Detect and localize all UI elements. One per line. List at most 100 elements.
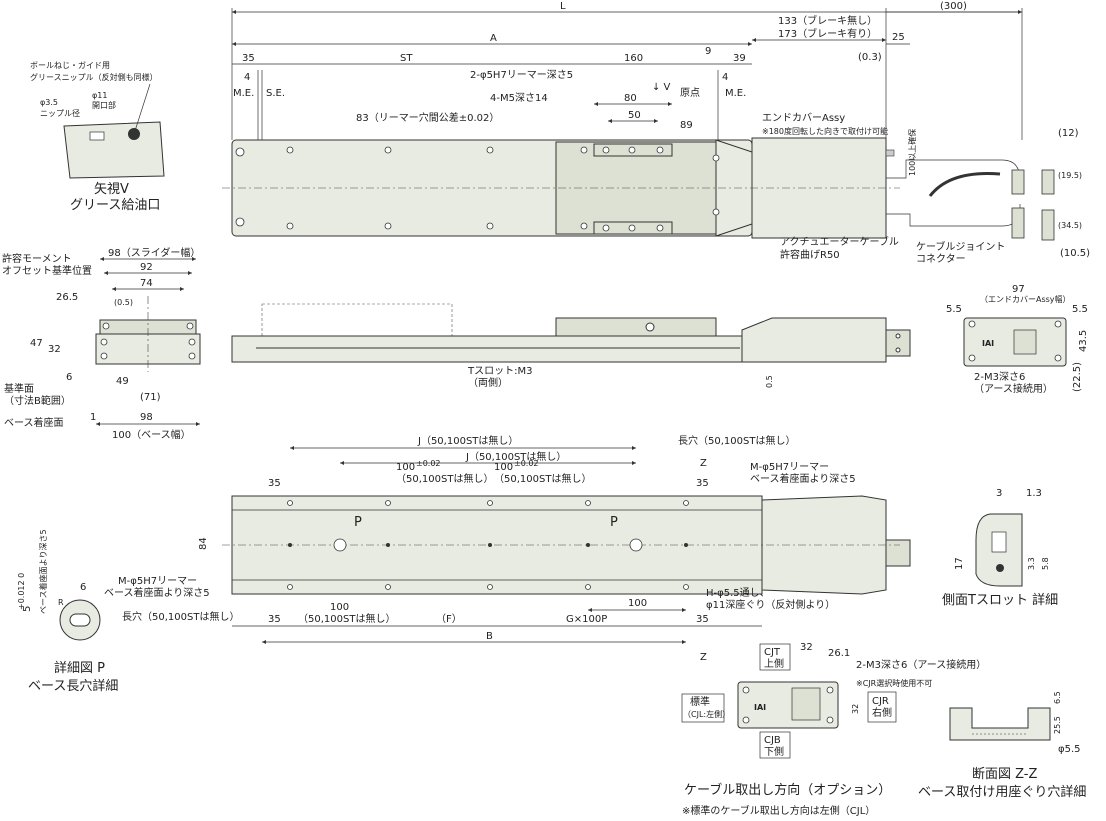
dim-35-top: 35 — [242, 53, 255, 64]
dim-39: 39 — [733, 53, 746, 64]
label-right: 右側 — [872, 706, 892, 719]
label-p-right: P — [610, 515, 618, 530]
tol-5: +0.012 0 — [17, 573, 26, 610]
section-zz: 6.5 25.5 φ5.5 断面図 Z-Z ベース取付け用座ぐり穴詳細 — [918, 691, 1086, 800]
dim-32-cable: 32 — [800, 642, 813, 653]
note-min-100: 100以上確保 — [907, 129, 917, 176]
dim-5-8: 5.8 — [1041, 557, 1050, 570]
note-no50-c: （50,100STは無し） — [298, 612, 395, 625]
detail-p: ベース着座面より深さ5 5 +0.012 0 6 R 詳細図 P ベース長穴詳細 — [17, 529, 118, 694]
top-view: L (300) 133（ブレーキ無し） 173（ブレーキ有り） A 25 (0.… — [222, 1, 1090, 265]
dim-26-5: 26.5 — [56, 292, 78, 303]
dim-19-5: (19.5) — [1058, 171, 1082, 180]
dim-34-5: (34.5) — [1058, 221, 1082, 230]
dim-100-c: 100 — [330, 602, 349, 613]
note-moment: 許容モーメント — [2, 252, 72, 265]
note-end-cover-rot: ※180度回転した向きで取付け可能 — [762, 126, 888, 136]
dim-12: (12) — [1058, 128, 1079, 139]
dim-35-bottom-r: 35 — [696, 614, 709, 625]
note-offset: オフセット基準位置 — [2, 264, 92, 277]
cable-direction: CJT 上側 32 26.1 2-M3深さ6（アース接続用） ※CJR選択時使用… — [681, 642, 986, 817]
note-reamer: 2-φ5H7リーマー深さ5 — [470, 69, 573, 81]
label-z-bottom: Z — [700, 652, 707, 663]
note-both-sides: （両側） — [468, 376, 508, 389]
dim-6-5: 6.5 — [1053, 691, 1062, 704]
label-me-right: M.E. — [725, 88, 746, 99]
note-j1: J（50,100STは無し） — [417, 434, 518, 447]
dim-L: L — [560, 1, 566, 12]
label-z-top: Z — [700, 458, 707, 469]
note-end-width: （エンドカバーAssy幅） — [980, 294, 1071, 304]
note-base-seat: ベース着座面 — [4, 416, 64, 429]
note-m5: 4-M5深さ14 — [490, 92, 548, 104]
note-nipple-dia: ニップル径 — [40, 108, 80, 118]
note-no50-a: （50,100STは無し） — [396, 472, 493, 485]
dim-0-3: (0.3) — [858, 52, 882, 63]
logo-end-cover: IAI — [982, 339, 994, 348]
note-no50-b: （50,100STは無し） — [494, 472, 591, 485]
dim-1: 1 — [90, 412, 96, 423]
dim-B: B — [486, 631, 493, 642]
dim-phi-5-5: φ5.5 — [1058, 744, 1081, 755]
dim-A: A — [490, 33, 497, 44]
dim-160: 160 — [624, 53, 643, 64]
dim-10-5: (10.5) — [1060, 248, 1090, 259]
note-h-thru: H-φ5.5通し、 — [706, 587, 770, 599]
title-detail-p: 詳細図 P — [54, 660, 105, 676]
title-cable-dir: ケーブル取出し方向（オプション） — [684, 782, 891, 798]
note-m-reamer-2: M-φ5H7リーマー — [118, 576, 197, 587]
label-r: R — [58, 598, 64, 607]
dim-92: 92 — [140, 262, 153, 273]
note-cable: アクチュエーターケーブル — [780, 235, 899, 248]
note-seat-depth: ベース着座面より深さ5 — [104, 586, 210, 599]
title-section-2: ベース取付け用座ぐり穴詳細 — [918, 784, 1086, 800]
dim-0-5: 0.5 — [765, 375, 774, 388]
dim-43-5: 43.5 — [1078, 330, 1089, 352]
title-view-v: 矢視V — [94, 182, 129, 197]
side-tslot-detail: 3 1.3 17 3.3 5.8 側面Tスロット 詳細 — [942, 488, 1058, 608]
dim-35-bottom-l: 35 — [268, 614, 281, 625]
note-v-arrow: ↓ V — [652, 82, 671, 93]
dim-133: 133（ブレーキ無し） — [778, 14, 877, 27]
label-top: 上側 — [764, 657, 784, 670]
dim-0-5-left: (0.5) — [114, 298, 133, 307]
label-cjl: （CJL:左側） — [683, 709, 730, 719]
note-ball-screw: ボールねじ・ガイド用 — [30, 60, 110, 70]
dim-22-5: (22.5) — [1072, 362, 1083, 392]
title-detail-p-2: ベース長穴詳細 — [28, 678, 118, 694]
dim-25-5: 25.5 — [1053, 716, 1062, 734]
view-v: ボールねじ・ガイド用 グリースニップル（反対側も同様） φ3.5 ニップル径 φ… — [30, 60, 165, 213]
note-opening: 開口部 — [92, 100, 116, 110]
dim-80: 80 — [624, 93, 637, 104]
label-p-left: P — [354, 515, 362, 530]
dim-5-5-right: 5.5 — [1072, 304, 1088, 315]
note-m3-earth: 2-M3深さ6 — [974, 371, 1025, 383]
dim-100-base: 100（ベース幅） — [112, 428, 191, 441]
dim-74: 74 — [140, 278, 153, 289]
dim-300: (300) — [940, 1, 967, 12]
note-phi11: φ11 — [92, 91, 107, 100]
label-bottom: 下側 — [764, 745, 784, 758]
note-counterbore: φ11深座ぐり（反対側より） — [706, 598, 835, 611]
note-grease-nipple: グリースニップル（反対側も同様） — [30, 72, 158, 82]
dim-5-5-left: 5.5 — [946, 304, 962, 315]
dim-9: 9 — [705, 46, 711, 57]
dim-89: 89 — [680, 120, 693, 131]
tol-100-a: ±0.02 — [416, 459, 441, 468]
dim-17: 17 — [954, 557, 965, 570]
dim-84: 84 — [198, 537, 209, 550]
label-standard: 標準 — [690, 695, 710, 708]
dim-25: 25 — [892, 32, 905, 43]
dim-97: 97 — [1012, 284, 1025, 295]
dim-ST: ST — [400, 53, 413, 64]
dim-49: 49 — [116, 376, 129, 387]
dim-6: 6 — [66, 372, 72, 383]
dim-F: （F） — [436, 613, 462, 625]
dim-47: 47 — [30, 338, 43, 349]
dim-3: 3 — [996, 488, 1002, 499]
dim-71: (71) — [140, 392, 161, 403]
note-pitch: 83（リーマー穴間公差±0.02） — [356, 111, 499, 124]
dim-98: 98 — [140, 412, 153, 423]
dim-100-b: 100 — [494, 462, 513, 473]
label-cjt: CJT — [764, 647, 781, 658]
